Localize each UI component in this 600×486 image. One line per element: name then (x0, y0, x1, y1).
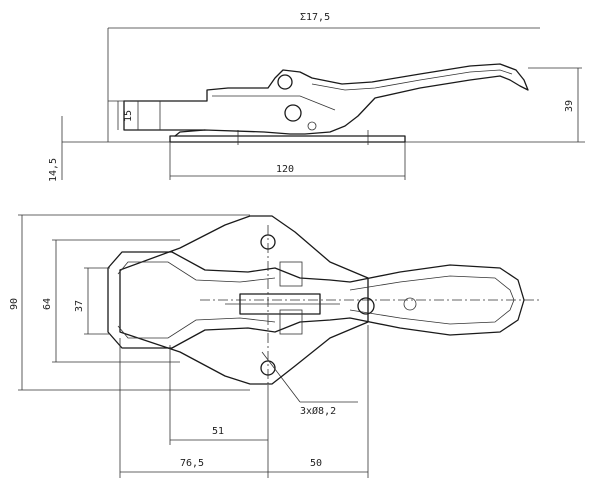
hook-lower-edge (123, 100, 206, 131)
dim-total-length: Σ17,5 (300, 12, 330, 23)
dim-offset-a: 51 (212, 426, 224, 437)
mechanism-plate-top (279, 261, 303, 287)
dim-base-height: 15 (123, 110, 134, 122)
mechanism-plate-bottom (279, 309, 303, 335)
dim-plate-length: 120 (276, 164, 294, 175)
handle-inner-outline (349, 275, 515, 325)
side-pivot-small (307, 121, 317, 131)
dim-width: 90 (9, 298, 20, 310)
dim-offset-c: 50 (310, 458, 322, 469)
lever-pivot (357, 297, 375, 315)
logo-mark (403, 297, 417, 311)
dim-slot-width: 37 (74, 300, 85, 312)
side-pivot-top (277, 74, 293, 90)
base-plate (169, 135, 406, 143)
mount-hole-bottom (260, 360, 276, 376)
top-view: 90 64 37 3xØ8,2 51 76,5 50 (9, 214, 540, 478)
side-view: Σ17,5 15 39 14,5 120 (48, 12, 585, 182)
side-pivot-bottom (284, 104, 302, 122)
hole-leader (261, 351, 301, 403)
dim-inner-width: 64 (42, 298, 53, 310)
hole-spec-label: 3xØ8,2 (300, 405, 336, 417)
dim-plate-thickness: 14,5 (48, 158, 59, 182)
dim-offset-b: 76,5 (180, 458, 204, 469)
dim-overall-height: 39 (564, 100, 575, 112)
hook-inner-line (212, 95, 336, 111)
mount-hole-top (260, 234, 276, 250)
lever-inner-line (311, 69, 513, 91)
hook-inner-outline (117, 261, 276, 339)
hook-body (123, 63, 529, 137)
hook-outline (107, 251, 525, 349)
